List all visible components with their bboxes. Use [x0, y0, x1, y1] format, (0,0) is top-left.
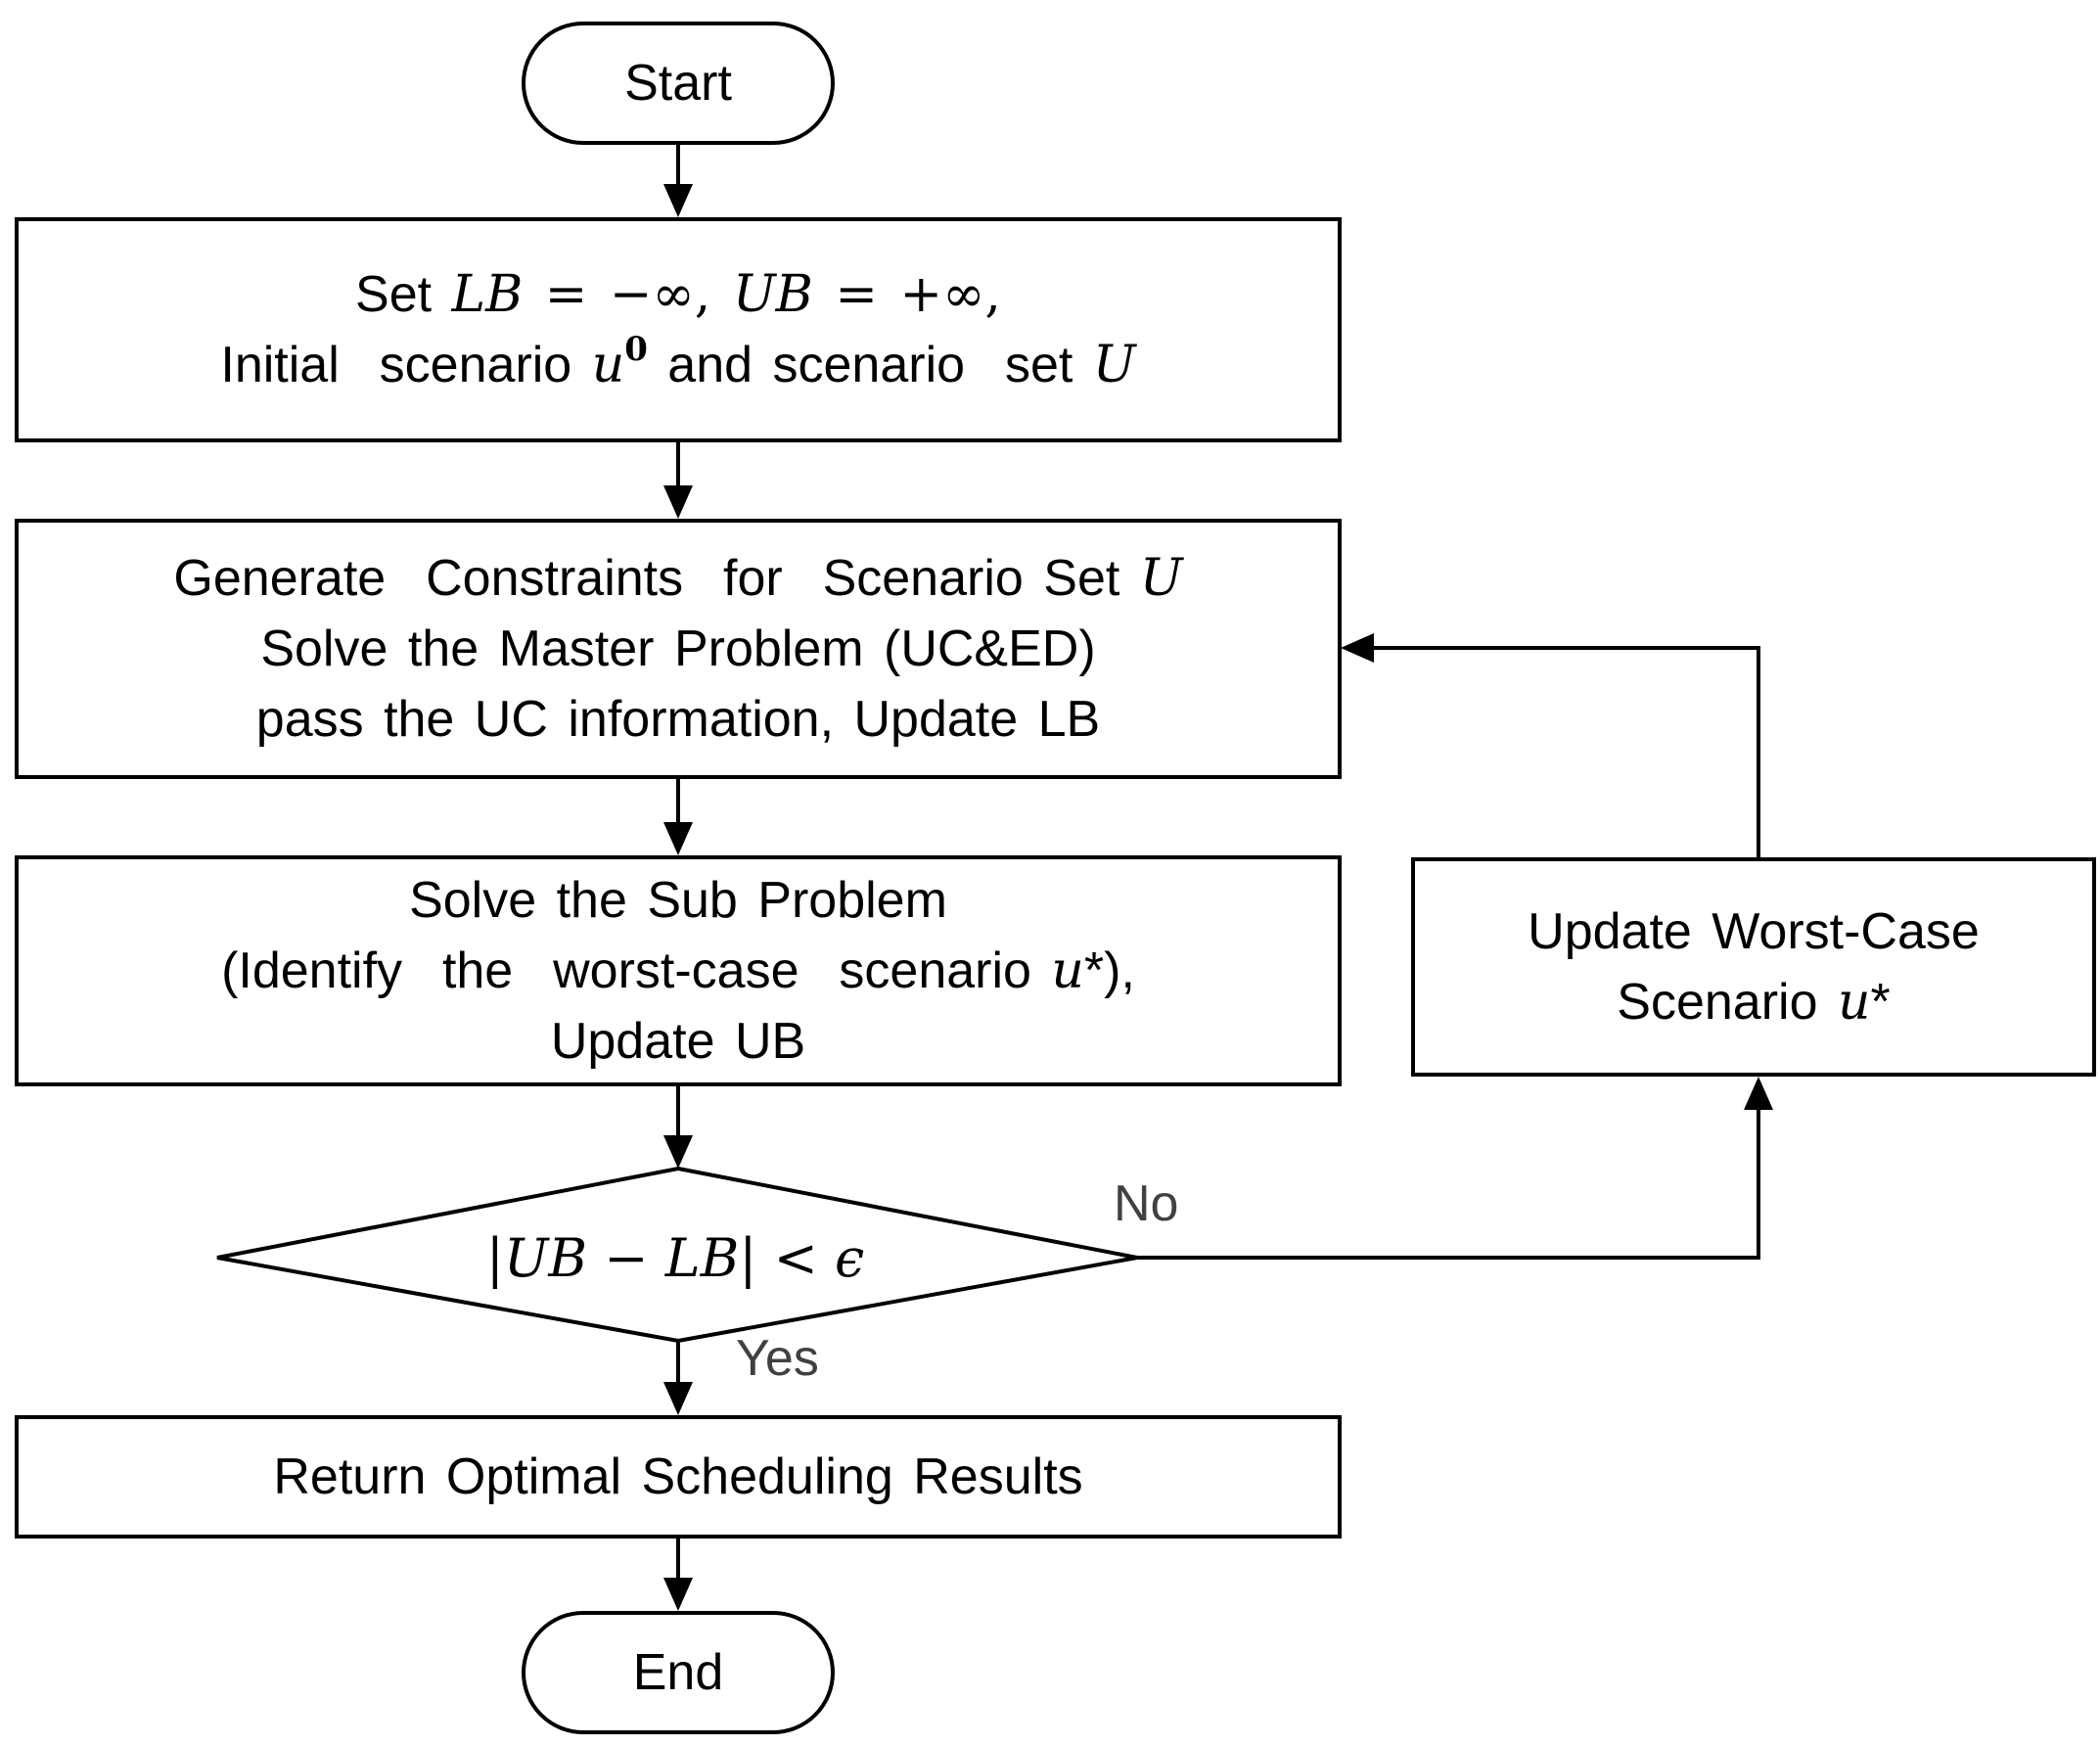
- sub-worst-case-var: u: [1051, 942, 1084, 1000]
- branch-label-no: No: [1114, 1175, 1179, 1232]
- decision-ub-var: UB: [503, 1226, 588, 1289]
- init-scenario-var: u: [591, 336, 625, 394]
- arrow-no-branch: [1137, 1077, 1773, 1260]
- decision-diamond: [216, 1166, 1138, 1344]
- update-worst-case-var: u: [1837, 973, 1871, 1032]
- init-ub-var: UB: [732, 265, 813, 324]
- arrow-master-to-sub: [663, 779, 693, 855]
- arrow-start-to-init: [663, 145, 693, 217]
- end-label: End: [632, 1644, 724, 1701]
- init-ub-value: = +∞,: [812, 265, 1001, 324]
- init-lb-value: = −∞,: [523, 265, 733, 324]
- update-line-2-end: *: [1870, 974, 1891, 1031]
- start-label: Start: [624, 55, 732, 112]
- update-worst-case-box: Update Worst-Case Scenario u*: [1411, 857, 2096, 1077]
- sub-line-3: Update UB: [550, 1013, 806, 1070]
- master-set-var: U: [1139, 549, 1183, 608]
- sub-line-2: (Identify the worst-case scenario u*),: [221, 936, 1135, 1006]
- master-line-1: Generate Constraints for Scenario Set U: [173, 543, 1182, 614]
- master-problem-box: Generate Constraints for Scenario Set U …: [15, 519, 1342, 779]
- decision-less-than: <: [756, 1226, 836, 1289]
- sub-line-2-end: *),: [1083, 942, 1135, 999]
- init-lb-var: LB: [451, 265, 524, 324]
- arrow-decision-to-result: [663, 1341, 693, 1415]
- sub-line-2-text: (Identify the worst-case scenario: [221, 942, 1052, 999]
- init-set-prefix: Set: [355, 266, 452, 323]
- init-scenario-prefix: Initial scenario: [220, 337, 592, 393]
- decision-minus: −: [587, 1226, 665, 1289]
- master-line-2: Solve the Master Problem (UC&ED): [260, 620, 1096, 677]
- arrow-init-to-master: [663, 442, 693, 519]
- decision-lb-var: LB: [664, 1226, 740, 1289]
- decision-bar-close: |: [739, 1226, 757, 1289]
- update-line-1: Update Worst-Case: [1528, 903, 1980, 960]
- init-process-box: Set LB = −∞, UB = +∞, Initial scenario u…: [15, 217, 1342, 442]
- arrow-loop-back: [1341, 633, 1760, 857]
- result-box: Return Optimal Scheduling Results: [15, 1415, 1342, 1539]
- arrow-result-to-end: [663, 1539, 693, 1611]
- init-line-1: Set LB = −∞, UB = +∞,: [355, 259, 1001, 330]
- init-scenario-mid: and scenario set: [647, 337, 1093, 393]
- branch-label-yes: Yes: [736, 1330, 819, 1387]
- master-line-1-text: Generate Constraints for Scenario Set: [173, 550, 1140, 607]
- update-line-2: Scenario u*: [1617, 967, 1890, 1037]
- init-scenario-superscript: 0: [624, 330, 648, 369]
- decision-condition: |UB − LB| < ϵ: [215, 1218, 1135, 1297]
- start-terminal: Start: [522, 22, 835, 145]
- decision-bar-open: |: [485, 1226, 504, 1289]
- init-scenario-set-var: U: [1092, 336, 1136, 394]
- sub-problem-box: Solve the Sub Problem (Identify the wors…: [15, 855, 1342, 1086]
- master-line-3: pass the UC information, Update LB: [255, 691, 1101, 748]
- arrow-sub-to-decision: [663, 1086, 693, 1169]
- result-label: Return Optimal Scheduling Results: [273, 1448, 1083, 1505]
- init-line-2: Initial scenario u0 and scenario set U: [220, 330, 1135, 400]
- update-line-2-text: Scenario: [1617, 974, 1838, 1031]
- sub-line-1: Solve the Sub Problem: [409, 872, 947, 929]
- decision-epsilon: ϵ: [835, 1226, 865, 1289]
- end-terminal: End: [522, 1611, 835, 1734]
